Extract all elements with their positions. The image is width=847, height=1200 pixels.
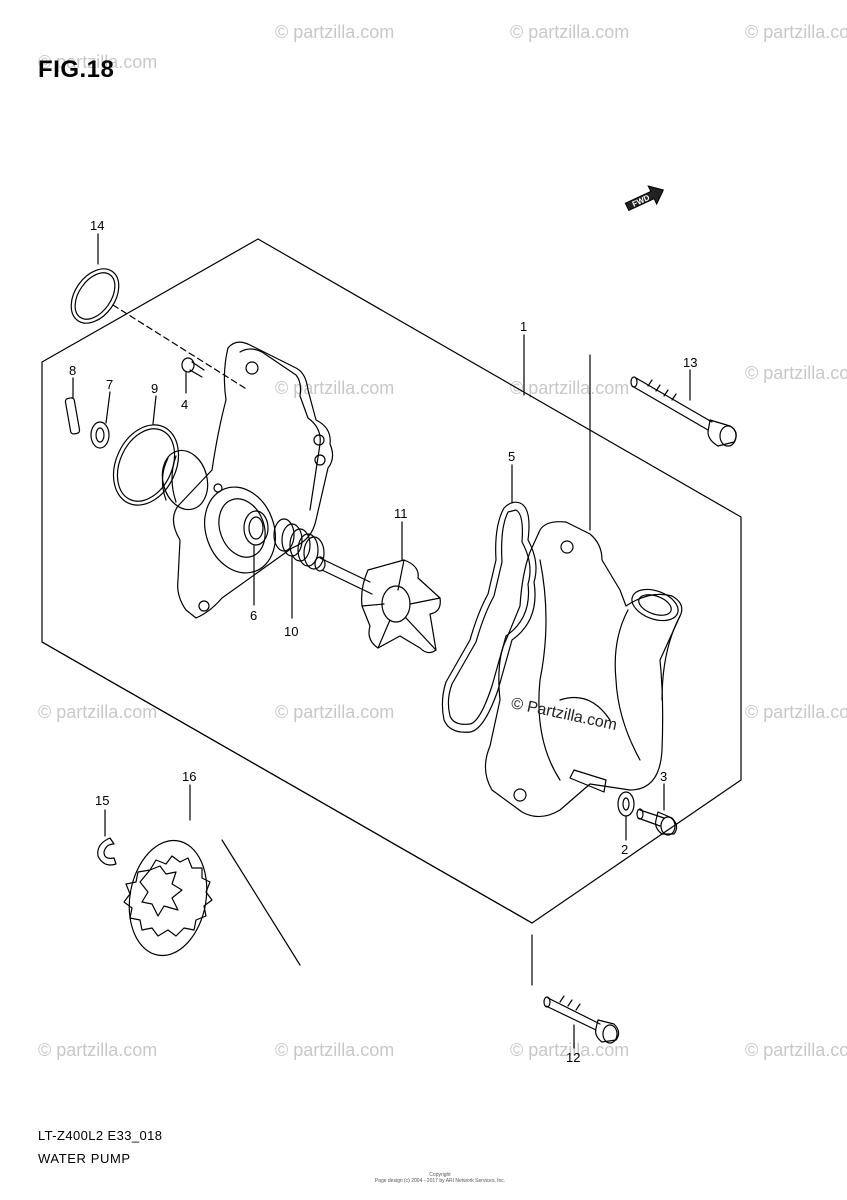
watermark-row4-right: © partzilla.com [745, 1040, 847, 1060]
diagram-code: LT-Z400L2 E33_018 [38, 1128, 163, 1143]
callout-1: 1 [520, 319, 527, 334]
bolt-13 [630, 376, 737, 447]
copyright-notice: Copyright Page design (c) 2004 - 2017 by… [360, 1172, 520, 1184]
washer-7 [90, 421, 110, 449]
washer-2 [617, 791, 635, 817]
callout-3: 3 [660, 769, 667, 784]
bolt-3 [636, 808, 678, 836]
o-ring-14 [70, 268, 120, 324]
pin-8 [64, 397, 81, 435]
assembly-outline [41, 238, 742, 924]
gasket-5 [441, 501, 537, 733]
callout-14: 14 [90, 218, 104, 233]
callout-13: 13 [683, 355, 697, 370]
watermark-top-mid-left: © partzilla.com [275, 22, 395, 42]
watermark-row2-mid-left: © partzilla.com [275, 378, 395, 398]
callout-6: 6 [250, 608, 257, 623]
watermark-top-mid-right: © partzilla.com [510, 22, 630, 42]
watermark-row3-left: © partzilla.com [38, 702, 158, 722]
watermark-top-right: © partzilla.com [745, 22, 847, 42]
callout-7: 7 [106, 377, 113, 392]
callout-11: 11 [394, 506, 408, 521]
callout-9: 9 [151, 381, 158, 396]
copyright-line1: Copyright [429, 1172, 451, 1178]
mechanical-seal-10 [273, 518, 325, 570]
watermark-row4-left: © partzilla.com [38, 1040, 158, 1060]
callout-2: 2 [621, 842, 628, 857]
watermark-row2-mid-right: © partzilla.com [510, 378, 630, 398]
pump-plate-hub [204, 486, 276, 574]
copyright-line2: Page design (c) 2004 - 2017 by ARI Netwo… [374, 1178, 506, 1184]
callout-15: 15 [95, 793, 109, 808]
callout-5: 5 [508, 449, 515, 464]
pump-cover-1 [484, 521, 683, 818]
gear-16 [123, 839, 213, 957]
o-ring-9 [112, 424, 180, 506]
fwd-label: FWD [631, 193, 652, 209]
assembly-inner-line [41, 641, 533, 924]
watermark-row2-right: © partzilla.com [745, 363, 847, 383]
circlip-15 [97, 837, 117, 866]
leader-9 [152, 395, 157, 425]
watermark-row3-mid-left: © partzilla.com [275, 702, 395, 722]
callout-8: 8 [69, 363, 76, 378]
diagram-name: WATER PUMP [38, 1151, 131, 1166]
impeller-shaft [319, 557, 373, 595]
bolt-12 [543, 995, 620, 1044]
watermark-row4-mid-right: © partzilla.com [510, 1040, 630, 1060]
watermark-row4-mid-left: © partzilla.com [275, 1040, 395, 1060]
leader-7 [105, 391, 111, 424]
figure-title: FIG.18 [38, 56, 115, 83]
callout-16: 16 [182, 769, 196, 784]
bearing-boss [161, 449, 209, 511]
callout-10: 10 [284, 624, 298, 639]
callout-12: 12 [566, 1050, 580, 1065]
watermark-row3-right: © partzilla.com [745, 702, 847, 722]
oil-seal-6 [243, 510, 269, 546]
callout-4: 4 [181, 397, 188, 412]
watermark-top-left: © partzilla.com [38, 52, 158, 72]
screw-4 [181, 357, 195, 373]
fwd-direction-badge: FWD [624, 185, 665, 212]
cover-outlet [631, 588, 679, 622]
pump-plate [172, 341, 334, 619]
